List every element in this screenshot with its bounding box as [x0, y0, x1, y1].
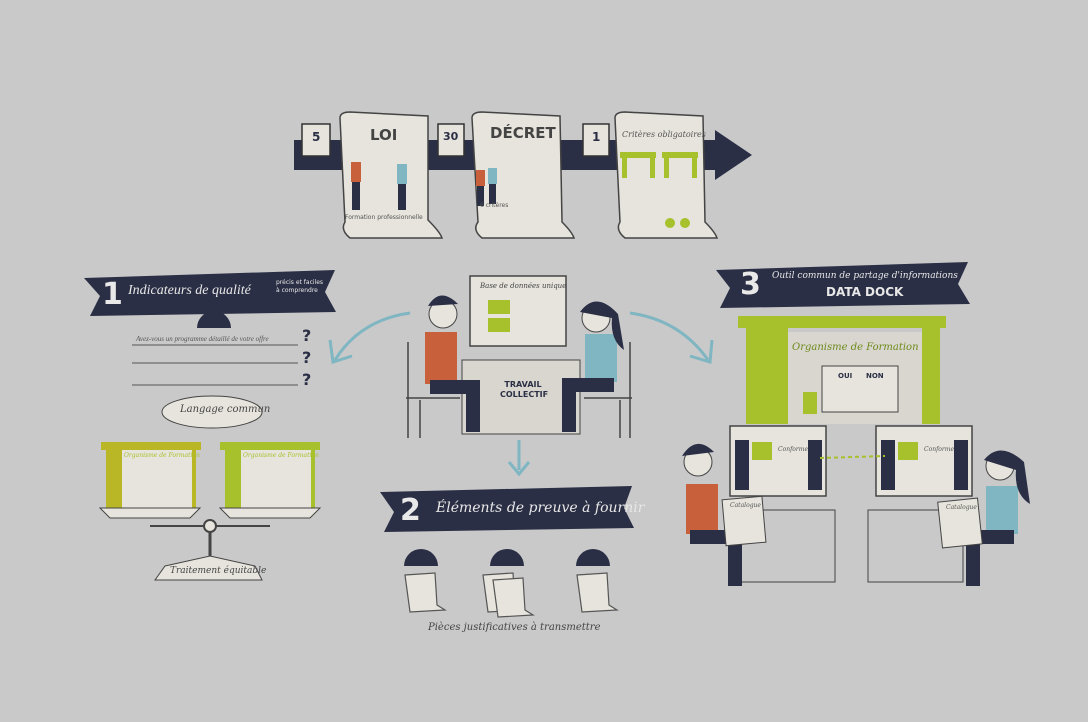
- org-label-data-dock: Organisme de Formation: [792, 342, 919, 353]
- section3-number: 3: [740, 267, 761, 302]
- database-title: Base de données unique: [480, 282, 567, 290]
- decret-title: DÉCRET: [490, 124, 556, 142]
- question-mark-1: ?: [302, 326, 312, 345]
- decret-caption: 6 critères: [480, 202, 509, 209]
- conforme-left: Conforme: [778, 446, 809, 453]
- calendar-icons: [301, 123, 610, 157]
- loi-caption: Formation professionnelle: [345, 214, 423, 221]
- catalogue-right: Catalogue: [946, 504, 977, 511]
- question-lines: [132, 344, 298, 386]
- section1-subtitle: précis et faciles à comprendre: [276, 279, 324, 294]
- criteria-title: Critères obligatoires: [622, 130, 706, 139]
- data-dock-scene: [682, 316, 1030, 586]
- equal-treatment-label: Traitement équitable: [170, 566, 267, 576]
- calendar-date-3: 1: [592, 130, 601, 144]
- gauge-icons: [197, 311, 610, 566]
- center-desk-scene: [406, 275, 632, 438]
- section2-title: Éléments de preuve à fournir: [436, 500, 645, 516]
- catalogue-left: Catalogue: [730, 502, 761, 509]
- yes-option: OUI: [838, 372, 853, 380]
- question-mark-2: ?: [302, 348, 312, 367]
- calendar-date-1: 5: [312, 130, 321, 144]
- calendar-date-2: 30: [443, 130, 459, 143]
- supporting-documents-caption: Pièces justificatives à transmettre: [428, 622, 601, 633]
- flow-arrows: [328, 311, 714, 477]
- question-mark-3: ?: [302, 370, 312, 389]
- conforme-right: Conforme: [924, 446, 955, 453]
- door-icons: [620, 152, 698, 228]
- balance-scale: [98, 395, 322, 581]
- people-small: [351, 162, 497, 210]
- no-option: NON: [866, 372, 884, 380]
- collective-work-label: TRAVAIL COLLECTIF: [500, 380, 549, 399]
- quality-question: Avez-vous un programme détaillé de votre…: [136, 335, 269, 343]
- section1-number: 1: [102, 277, 123, 312]
- scroll-shapes: [339, 111, 719, 239]
- document-icons: [404, 572, 619, 618]
- data-dock-label: DATA DOCK: [826, 285, 904, 299]
- org-label-left: Organisme de Formation: [124, 452, 200, 459]
- banners: [84, 262, 970, 532]
- section1-title: Indicateurs de qualité: [128, 283, 251, 298]
- section3-title: Outil commun de partage d'informations: [772, 271, 958, 281]
- loi-title: LOI: [370, 126, 398, 144]
- org-label-right: Organisme de Formation: [243, 452, 319, 459]
- common-language-bubble: Langage commun: [180, 404, 271, 415]
- section2-number: 2: [400, 493, 421, 528]
